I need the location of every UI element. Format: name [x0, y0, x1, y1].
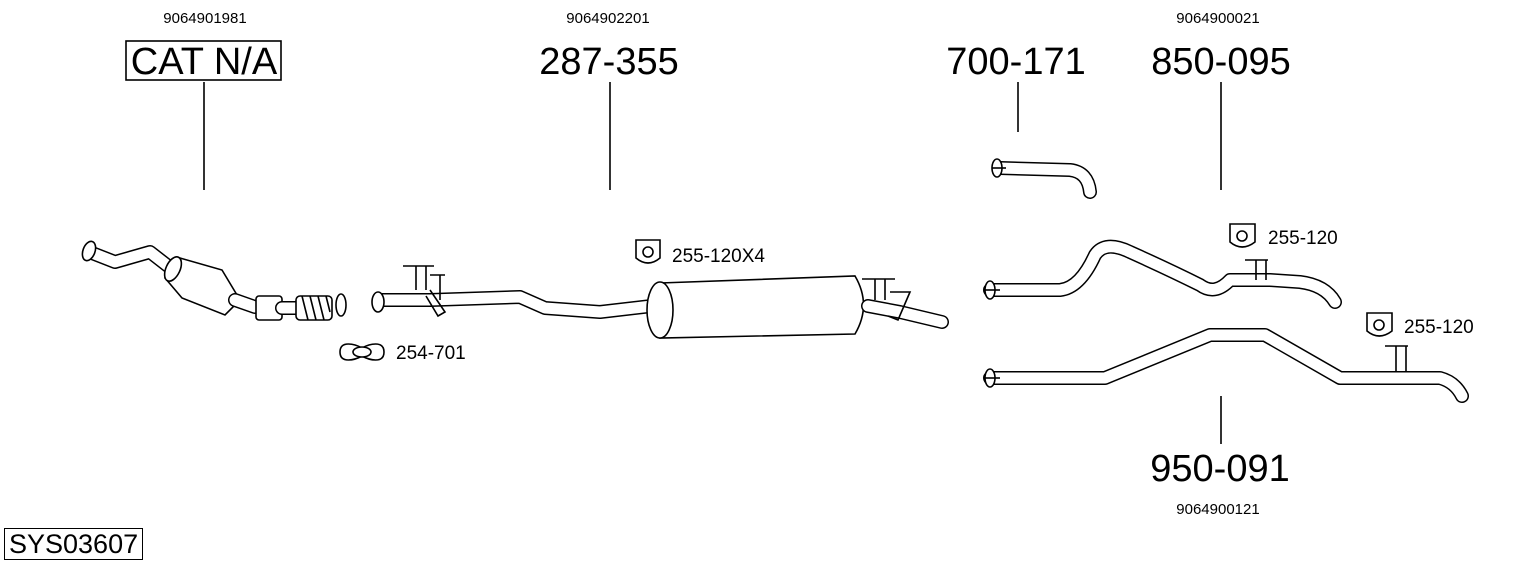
connecting-pipe-700-171[interactable]	[991, 158, 1097, 199]
mid-muffler-part-number[interactable]: 287-355	[539, 41, 678, 83]
rear-pipe-950-part-number[interactable]: 950-091	[1150, 448, 1289, 490]
middle-muffler-assembly[interactable]	[371, 265, 949, 339]
mount-x4-part-number: 255-120X4	[672, 246, 765, 267]
clamp-icon	[339, 343, 385, 361]
rubber-mount-icon	[1366, 312, 1393, 337]
rubber-mount-fitting-x4[interactable]: 255-120X4	[635, 239, 765, 267]
mount-lower-part-number: 255-120	[1404, 317, 1474, 338]
mid-muffler-reference: 9064902201	[566, 10, 649, 27]
cat-reference: 9064901981	[163, 10, 246, 27]
system-code-label: SYS03607	[4, 528, 144, 560]
clamp-fitting[interactable]: 254-701	[339, 343, 466, 364]
rear-pipe-950-reference: 9064900121	[1176, 501, 1259, 518]
rear-pipe-950-091[interactable]	[983, 328, 1469, 403]
rear-pipe-850-reference: 9064900021	[1176, 10, 1259, 27]
rubber-mount-icon	[635, 239, 661, 264]
rubber-mount-fitting-lower[interactable]: 255-120	[1366, 312, 1474, 338]
mount-upper-part-number: 255-120	[1268, 228, 1338, 249]
cat-part-box	[125, 40, 282, 81]
catalytic-converter-pipe[interactable]	[80, 240, 347, 321]
rear-pipe-850-095[interactable]	[983, 239, 1342, 309]
connecting-pipe-part-number[interactable]: 700-171	[946, 41, 1085, 83]
cat-part-number[interactable]: CAT N/A	[131, 41, 278, 83]
rubber-mount-fitting-upper[interactable]: 255-120	[1229, 223, 1338, 249]
rubber-mount-icon	[1229, 223, 1256, 248]
clamp-part-number: 254-701	[396, 343, 466, 364]
rear-pipe-850-part-number[interactable]: 850-095	[1151, 41, 1290, 83]
